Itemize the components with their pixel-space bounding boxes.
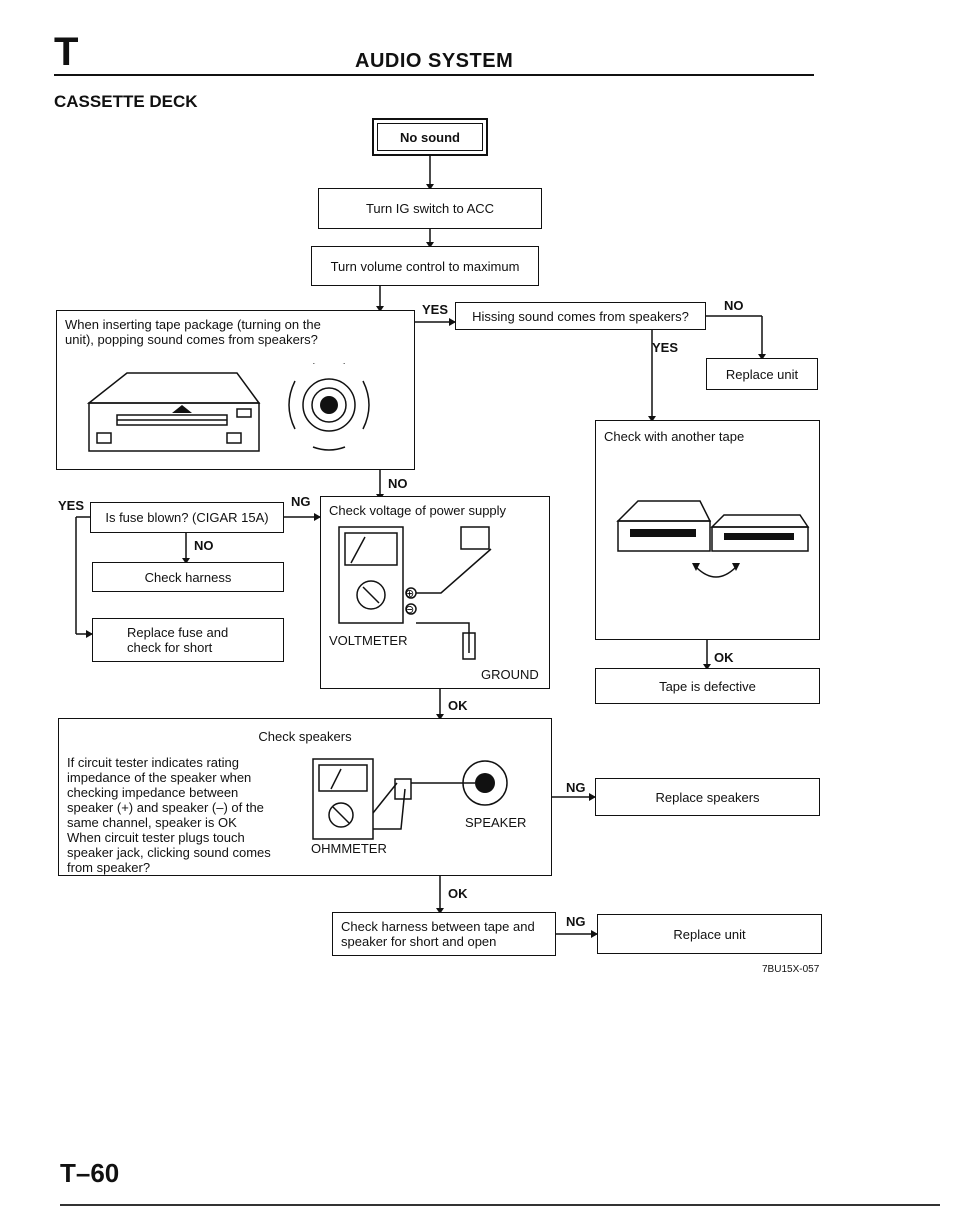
branch-no-hissing: NO	[724, 298, 744, 313]
step-ig-switch-label: Turn IG switch to ACC	[365, 201, 495, 216]
svg-text:⊖: ⊖	[405, 603, 414, 616]
check-harness-tape-box: Check harness between tape and speaker f…	[332, 912, 556, 956]
step-ig-switch: Turn IG switch to ACC	[318, 188, 542, 229]
branch-no-fuse: NO	[194, 538, 214, 553]
check-speakers-title: Check speakers	[258, 729, 352, 744]
ohmmeter-speaker-illustration	[312, 758, 508, 840]
speaker-label: SPEAKER	[465, 815, 527, 830]
fuse-question-label: Is fuse blown? (CIGAR 15A)	[105, 510, 269, 525]
replace-unit-box-1: Replace unit	[706, 358, 818, 390]
hissing-question-box: Hissing sound comes from speakers?	[455, 302, 706, 330]
replace-fuse-label: Replace fuse and check for short	[127, 625, 229, 655]
start-box: No sound	[372, 118, 488, 156]
figure-code: 7BU15X-057	[762, 964, 820, 975]
check-speakers-body: If circuit tester indicates rating imped…	[67, 755, 271, 875]
tape-swap-illustration	[616, 500, 810, 578]
branch-ok-speakers: OK	[448, 886, 468, 901]
check-speakers-box: Check speakers If circuit tester indicat…	[58, 718, 552, 876]
fuse-question-box: Is fuse blown? (CIGAR 15A)	[90, 502, 284, 533]
check-harness-box: Check harness	[92, 562, 284, 592]
page-title: AUDIO SYSTEM	[355, 50, 514, 72]
step-volume-label: Turn volume control to maximum	[330, 258, 520, 274]
replace-unit-label-1: Replace unit	[725, 366, 799, 382]
branch-ng-speakers: NG	[566, 780, 586, 795]
popping-question-box: When inserting tape package (turning on …	[56, 310, 415, 470]
page-number: T–60	[60, 1158, 120, 1188]
voltmeter-illustration: ⊕ ⊖	[338, 526, 492, 660]
voltmeter-label: VOLTMETER	[329, 633, 408, 648]
branch-yes-check-tape: YES	[652, 340, 679, 355]
check-harness-tape-label: Check harness between tape and speaker f…	[341, 919, 535, 949]
replace-speakers-label: Replace speakers	[655, 789, 760, 805]
tape-defective-label: Tape is defective	[659, 678, 756, 694]
step-volume: Turn volume control to maximum	[311, 246, 539, 286]
branch-ng-harness: NG	[566, 914, 586, 929]
header-rule	[54, 74, 814, 76]
check-voltage-label: Check voltage of power supply	[329, 503, 507, 518]
ground-label: GROUND	[481, 667, 539, 682]
footer-rule	[60, 1204, 940, 1206]
start-box-inner: No sound	[377, 123, 483, 151]
tape-deck-speaker-illustration	[86, 363, 370, 452]
branch-ng-fuse: NG	[291, 494, 311, 509]
replace-unit-box-2: Replace unit	[597, 914, 822, 954]
replace-unit-label-2: Replace unit	[673, 926, 746, 942]
branch-ok-tape: OK	[714, 650, 734, 665]
branch-yes-hissing: YES	[422, 302, 449, 317]
svg-text:⊕: ⊕	[405, 587, 414, 600]
branch-ok-voltage: OK	[448, 698, 468, 713]
ohmmeter-label: OHMMETER	[311, 841, 387, 856]
check-voltage-box: Check voltage of power supply ⊕ ⊖ VOLTME…	[320, 496, 550, 689]
hissing-question-label: Hissing sound comes from speakers?	[472, 308, 689, 324]
branch-no-popping: NO	[388, 476, 408, 491]
check-another-tape-box: Check with another tape	[595, 420, 820, 640]
popping-question-text: When inserting tape package (turning on …	[65, 317, 321, 347]
replace-fuse-box: Replace fuse and check for short	[92, 618, 284, 662]
branch-yes-fuse: YES	[58, 498, 85, 513]
tape-defective-box: Tape is defective	[595, 668, 820, 704]
replace-speakers-box: Replace speakers	[595, 778, 820, 816]
check-harness-label: Check harness	[144, 569, 232, 585]
check-another-tape-label: Check with another tape	[604, 429, 745, 444]
section-subtitle: CASSETTE DECK	[54, 92, 198, 111]
section-letter: T	[54, 30, 79, 74]
